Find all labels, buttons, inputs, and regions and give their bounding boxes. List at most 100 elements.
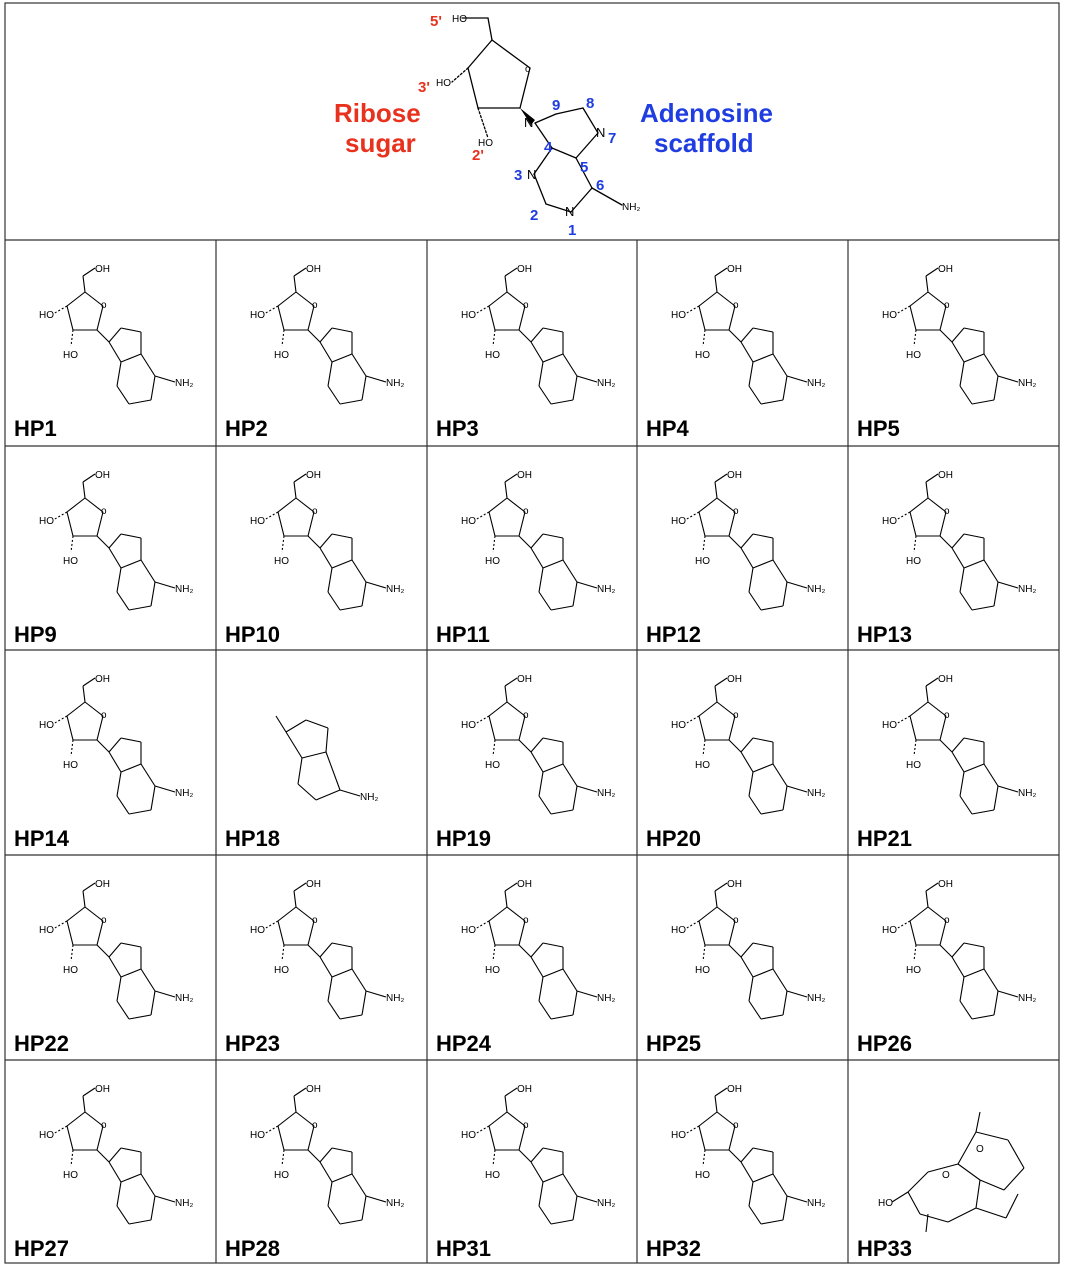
svg-text:HO: HO [39, 1130, 54, 1141]
compound-label: HP26 [857, 1031, 912, 1056]
svg-text:OH: OH [95, 1084, 110, 1095]
svg-text:OH: OH [727, 1084, 742, 1095]
svg-text:NH₂: NH₂ [807, 788, 825, 799]
svg-text:HO: HO [695, 1170, 710, 1181]
svg-text:o: o [523, 300, 529, 311]
svg-text:NH₂: NH₂ [175, 993, 193, 1004]
compound-label: HP22 [14, 1031, 69, 1056]
svg-text:HO: HO [485, 1170, 500, 1181]
svg-text:HO: HO [250, 310, 265, 321]
svg-text:HO: HO [250, 516, 265, 527]
compound-label: HP31 [436, 1236, 491, 1261]
ring-number-2: 2 [530, 207, 538, 224]
svg-text:o: o [944, 915, 950, 926]
svg-text:HO: HO [39, 720, 54, 731]
svg-text:HO: HO [250, 1130, 265, 1141]
svg-text:HO: HO [906, 760, 921, 771]
ring-number-3: 3 [514, 167, 522, 184]
svg-text:HO: HO [461, 310, 476, 321]
ribose-label-line1: Ribose [334, 98, 421, 128]
svg-text:o: o [312, 1120, 318, 1131]
svg-text:NH₂: NH₂ [807, 993, 825, 1004]
svg-text:NH₂: NH₂ [175, 584, 193, 595]
svg-text:HO: HO [882, 516, 897, 527]
svg-text:HO: HO [906, 556, 921, 567]
svg-text:o: o [101, 915, 107, 926]
svg-text:HO: HO [671, 516, 686, 527]
svg-text:HO: HO [485, 556, 500, 567]
svg-text:NH₂: NH₂ [597, 1198, 615, 1209]
prime-3: 3' [418, 79, 430, 96]
svg-text:OH: OH [938, 470, 953, 481]
compound-label: HP32 [646, 1236, 701, 1261]
svg-text:NH₂: NH₂ [807, 378, 825, 389]
compound-label: HP5 [857, 416, 900, 441]
compound-label: HP24 [436, 1031, 492, 1056]
svg-text:OH: OH [938, 879, 953, 890]
svg-text:OH: OH [306, 1084, 321, 1095]
svg-text:o: o [523, 710, 529, 721]
compound-label: HP14 [14, 826, 70, 851]
svg-text:NH₂: NH₂ [597, 378, 615, 389]
svg-text:HO: HO [63, 760, 78, 771]
svg-text:HO: HO [906, 965, 921, 976]
svg-text:HO: HO [250, 925, 265, 936]
svg-text:HO: HO [882, 925, 897, 936]
ring-number-7: 7 [608, 130, 616, 147]
svg-text:HO: HO [882, 310, 897, 321]
prime-2: 2' [472, 147, 484, 164]
svg-text:N: N [596, 125, 605, 140]
svg-text:NH₂: NH₂ [1018, 584, 1036, 595]
compound-label: HP12 [646, 622, 701, 647]
prime-5: 5' [430, 13, 442, 30]
svg-text:HO: HO [485, 760, 500, 771]
svg-text:NH₂: NH₂ [175, 378, 193, 389]
svg-text:O: O [976, 1144, 984, 1155]
svg-text:HO: HO [478, 138, 493, 149]
ring-number-1: 1 [568, 222, 576, 239]
svg-text:o: o [733, 300, 739, 311]
svg-text:NH₂: NH₂ [1018, 788, 1036, 799]
compound-label: HP20 [646, 826, 701, 851]
compound-label: HP25 [646, 1031, 701, 1056]
svg-text:OH: OH [95, 879, 110, 890]
compound-label: HP2 [225, 416, 268, 441]
nucleoside-sketch-icon: NH₂ [275, 715, 378, 803]
svg-text:OH: OH [306, 470, 321, 481]
svg-text:HO: HO [695, 350, 710, 361]
compound-label: HP28 [225, 1236, 280, 1261]
svg-text:HO: HO [671, 720, 686, 731]
compound-label: HP10 [225, 622, 280, 647]
svg-text:OH: OH [517, 264, 532, 275]
svg-text:o: o [312, 300, 318, 311]
compound-cells: OHHOHOoNH₂HP1OHHOHOoNH₂HP2OHHOHOoNH₂HP3O… [14, 264, 1036, 1261]
adenosine-label-line2: scaffold [654, 128, 754, 158]
svg-text:HO: HO [695, 556, 710, 567]
adenosine-structure: HO o HO HO N N N N NH₂ [436, 14, 640, 219]
svg-text:HO: HO [906, 350, 921, 361]
compound-label: HP4 [646, 416, 690, 441]
ring-number-9: 9 [552, 97, 560, 114]
